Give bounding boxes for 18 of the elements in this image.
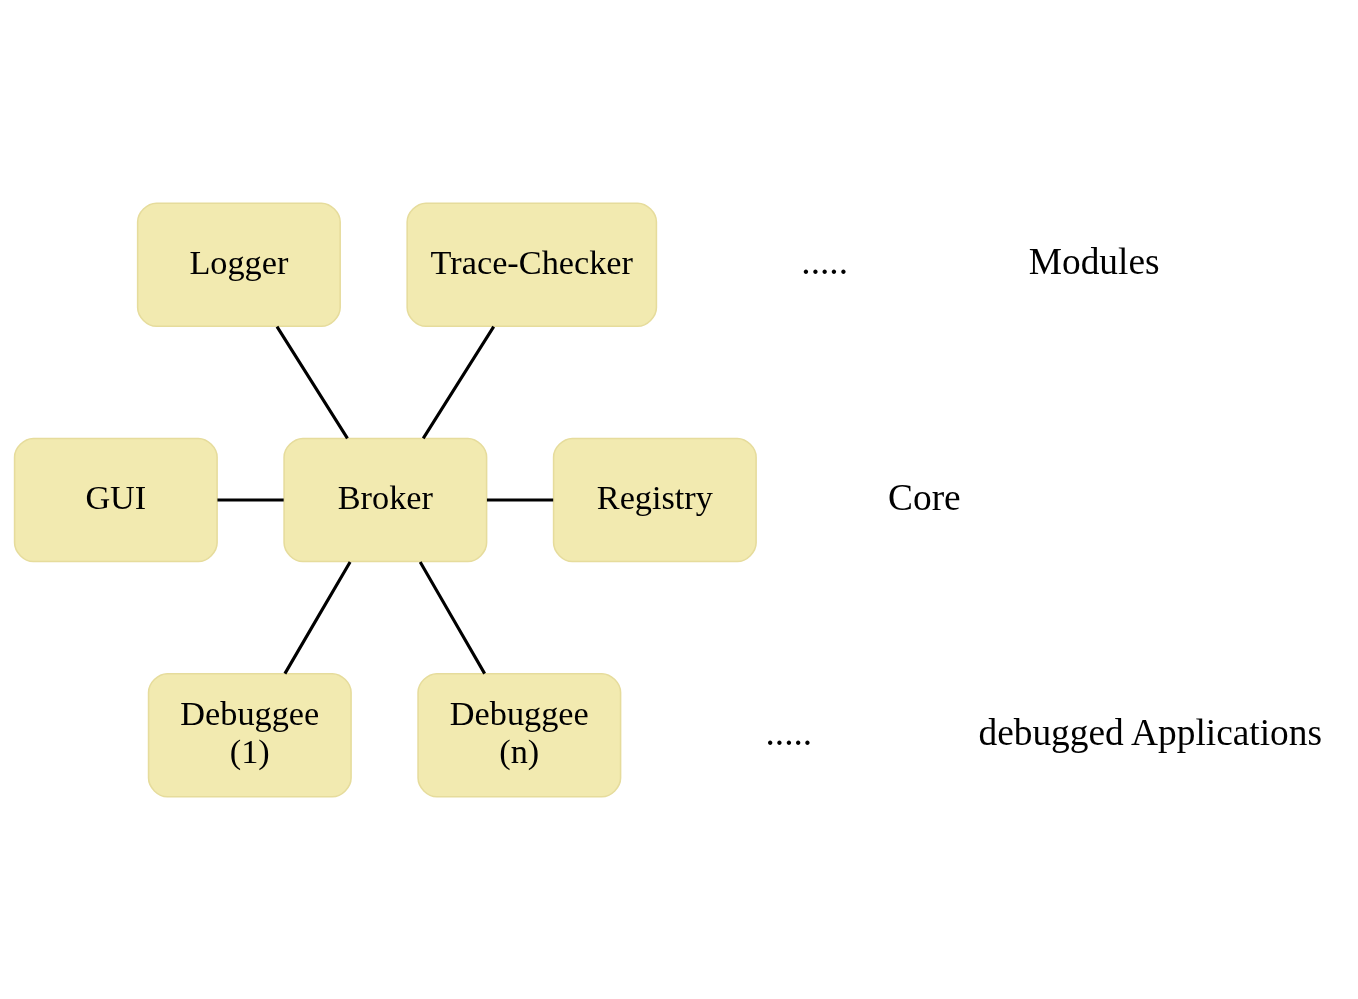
label: Modules [1028,240,1160,282]
connector [421,325,495,439]
connector [275,325,349,439]
connector [283,560,352,674]
label: Core [888,476,961,518]
node-box: Registry [552,437,757,562]
label: ..... [801,240,849,282]
node-box: GUI [13,437,218,562]
node-box: Broker [283,437,488,562]
node-box: Logger [136,201,341,327]
node-box: Debuggee (1) [147,672,352,798]
connector [486,497,554,502]
connector [217,497,284,502]
node-box: Trace-Checker [406,201,658,327]
label: ..... [765,711,813,753]
connector [418,560,486,674]
label: debugged Applications [978,711,1323,753]
node-box: Debuggee (n) [417,672,622,798]
